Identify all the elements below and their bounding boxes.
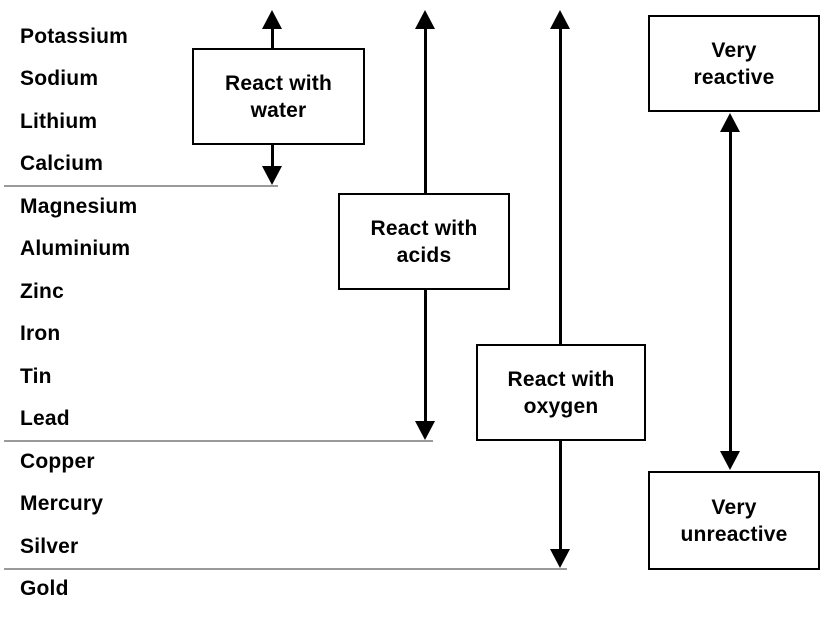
react-with-acids-label-line1: React with xyxy=(370,216,478,240)
metal-label-iron: Iron xyxy=(20,322,61,346)
very-reactive-box: Very reactive xyxy=(648,15,820,112)
metal-label-lead: Lead xyxy=(20,407,70,431)
separator-below-calcium xyxy=(4,185,278,187)
very-unreactive-label-line1: Very xyxy=(711,495,757,519)
arrowhead-up-icon xyxy=(262,10,282,29)
metal-label-tin: Tin xyxy=(20,364,52,388)
arrowhead-down-icon xyxy=(720,451,740,470)
react-with-water-label-line2: water xyxy=(250,98,307,122)
very-unreactive-label-line2: unreactive xyxy=(680,522,788,546)
react-with-oxygen-label-line2: oxygen xyxy=(523,394,599,418)
very-unreactive-box: Very unreactive xyxy=(648,471,820,570)
metal-label-lithium: Lithium xyxy=(20,109,98,133)
react-with-acids-box: React with acids xyxy=(338,193,510,290)
react-with-oxygen-box: React with oxygen xyxy=(476,344,646,441)
metal-label-gold: Gold xyxy=(20,576,69,600)
arrowhead-down-icon xyxy=(262,166,282,185)
acids-arrow-stem-bottom xyxy=(424,289,427,423)
react-with-water-label-line1: React with xyxy=(224,71,333,95)
arrowhead-up-icon xyxy=(720,113,740,132)
react-with-acids-label-line2: acids xyxy=(396,243,452,267)
metal-label-copper: Copper xyxy=(20,449,95,473)
oxygen-arrow-stem-top xyxy=(559,27,562,345)
metal-label-magnesium: Magnesium xyxy=(20,194,138,218)
metal-label-zinc: Zinc xyxy=(20,279,64,303)
react-with-oxygen-label-line1: React with xyxy=(507,367,615,391)
acids-arrow-stem-top xyxy=(424,27,427,194)
very-reactive-label-line2: reactive xyxy=(693,65,775,89)
metal-label-mercury: Mercury xyxy=(20,492,104,516)
water-arrow-stem-top xyxy=(271,27,274,49)
react-with-water-box: React with water xyxy=(192,48,365,145)
metal-label-calcium: Calcium xyxy=(20,152,104,176)
metal-label-potassium: Potassium xyxy=(20,25,128,48)
arrowhead-down-icon xyxy=(415,421,435,440)
arrowhead-up-icon xyxy=(550,10,570,29)
oxygen-arrow-stem-bottom xyxy=(559,440,562,552)
arrowhead-down-icon xyxy=(550,549,570,568)
very-reactive-label-line1: Very xyxy=(711,38,757,62)
separator-below-lead xyxy=(4,440,433,442)
water-arrow-stem-bottom xyxy=(271,144,274,168)
metal-label-sodium: Sodium xyxy=(20,67,99,91)
reactivity-scale-stem xyxy=(729,130,732,453)
arrowhead-up-icon xyxy=(415,10,435,29)
metal-label-silver: Silver xyxy=(20,534,79,558)
metal-label-aluminium: Aluminium xyxy=(20,237,131,261)
separator-below-silver xyxy=(4,568,567,570)
